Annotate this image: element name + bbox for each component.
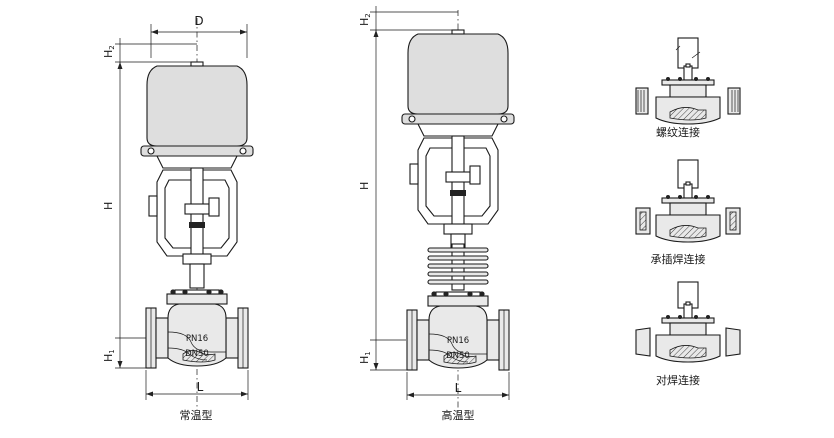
connection-types: 螺纹连接 承插焊连接 对焊连接 bbox=[635, 37, 741, 387]
dim-h-middle-label: H bbox=[358, 182, 371, 190]
pressure-mark-middle: PN16 bbox=[447, 336, 469, 346]
caption-threaded: 螺纹连接 bbox=[656, 125, 700, 139]
caption-butt-weld: 对焊连接 bbox=[656, 373, 700, 387]
actuator-middle bbox=[401, 29, 515, 137]
yoke-left bbox=[148, 167, 238, 259]
dim-h1-left-label: H1 bbox=[102, 349, 116, 362]
actuator-left bbox=[140, 61, 254, 169]
dim-h2-middle-label: H2 bbox=[358, 13, 372, 26]
threaded-connection-view: 螺纹连接 bbox=[635, 37, 741, 139]
dim-d-label: D bbox=[194, 14, 203, 28]
high-temp-valve: PN16 DN50 H2 H H1 L 高温型 bbox=[358, 6, 515, 422]
caption-socket-weld: 承插焊连接 bbox=[651, 252, 706, 266]
dim-h-left-label: H bbox=[102, 202, 115, 210]
yoke-middle bbox=[409, 135, 499, 227]
dim-l-left-label: L bbox=[197, 380, 204, 394]
dim-h2-left-label: H2 bbox=[102, 45, 116, 58]
caption-normal-temp: 常温型 bbox=[180, 408, 213, 422]
butt-weld-connection-view: 对焊连接 bbox=[635, 281, 741, 387]
stem-coupling-left bbox=[182, 253, 212, 265]
size-mark-middle: DN50 bbox=[446, 351, 470, 361]
dim-h1-middle-label: H1 bbox=[358, 351, 372, 364]
normal-temp-valve: PN16 DN50 D H2 H H1 L 常温型 bbox=[102, 14, 254, 422]
stem-coupling-middle bbox=[443, 223, 473, 235]
size-mark-left: DN50 bbox=[185, 349, 209, 359]
pressure-mark-left: PN16 bbox=[186, 334, 208, 344]
dim-l-middle-label: L bbox=[455, 381, 462, 395]
cooling-fins bbox=[427, 243, 489, 291]
neck-left bbox=[189, 263, 205, 289]
socket-weld-connection-view: 承插焊连接 bbox=[635, 159, 741, 266]
caption-high-temp: 高温型 bbox=[442, 408, 475, 422]
